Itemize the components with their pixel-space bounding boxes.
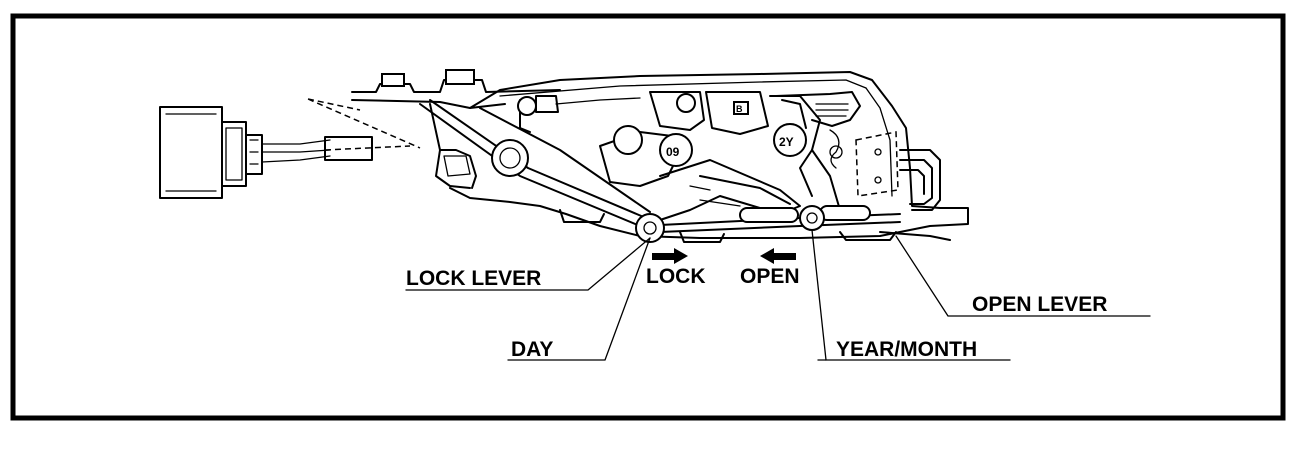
year-date-code: 2Y bbox=[779, 135, 794, 149]
year-month-label: YEAR/MONTH bbox=[836, 338, 977, 361]
lock-arrow-icon bbox=[652, 248, 688, 264]
open-arrow-icon bbox=[760, 248, 796, 264]
open-label: OPEN bbox=[740, 265, 800, 288]
leader-lines bbox=[405, 229, 1151, 361]
lock-label: LOCK bbox=[646, 265, 706, 288]
day-date-code: 09 bbox=[666, 145, 680, 159]
latch-assembly: 09 B 2Y bbox=[351, 69, 969, 243]
part-mark: B bbox=[736, 104, 743, 114]
lock-lever-label: LOCK LEVER bbox=[406, 267, 541, 290]
diagram-frame bbox=[10, 13, 1286, 421]
open-lever-label: OPEN LEVER bbox=[972, 293, 1107, 316]
day-label: DAY bbox=[511, 338, 553, 361]
wire-connector bbox=[159, 98, 421, 199]
